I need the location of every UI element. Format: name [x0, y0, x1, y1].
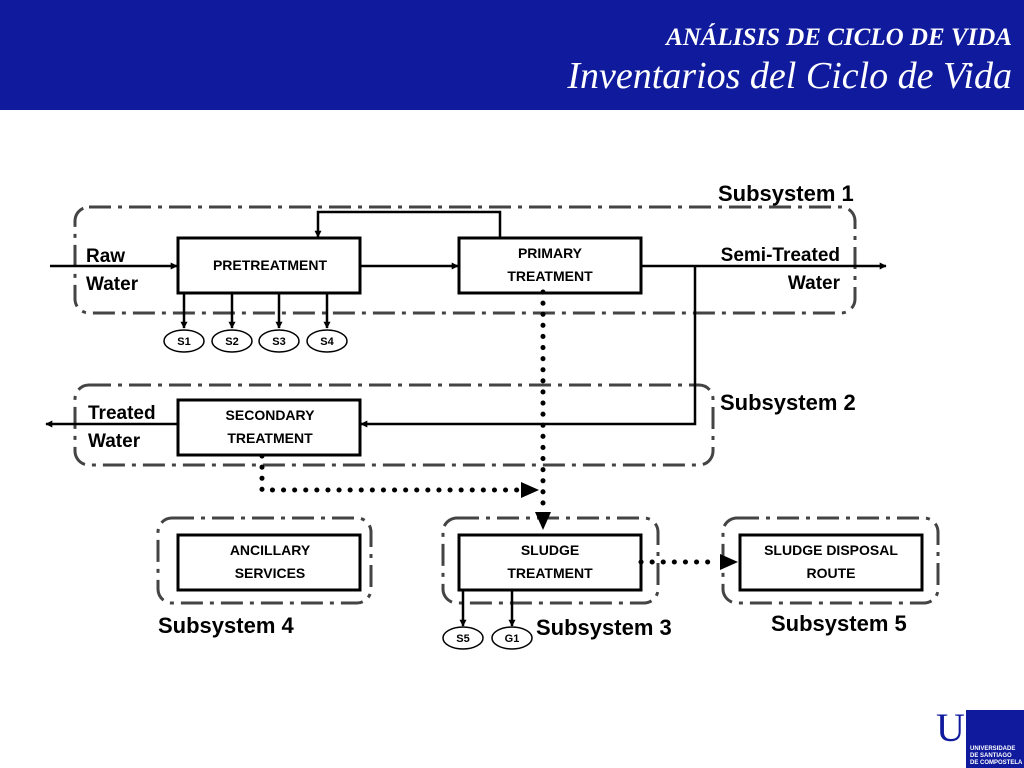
- ancillary-label-line2: SERVICES: [235, 565, 306, 581]
- logo-mark: USC: [936, 705, 1012, 750]
- stream-node-s5: [442, 626, 484, 650]
- header-subtitle: ANÁLISIS DE CICLO DE VIDA: [666, 24, 1012, 51]
- semi-treated-label-line2: Water: [788, 273, 841, 294]
- ancillary-services-box: [176, 533, 362, 592]
- subsystem-4-frame: [156, 516, 373, 605]
- secondary-label-line2: TREATMENT: [227, 430, 313, 446]
- stream-label-s1: S1: [177, 336, 190, 348]
- stream-node-s2: [211, 329, 253, 353]
- ancillary-label-line1: ANCILLARY: [230, 542, 311, 558]
- sludge-label-line2: TREATMENT: [507, 565, 593, 581]
- subsystem-1-label: Subsystem 1: [718, 181, 854, 206]
- header-bar: ANÁLISIS DE CICLO DE VIDA Inventarios de…: [0, 0, 1024, 110]
- recycle-arrow: [314, 210, 502, 238]
- sludge-to-disposal-arrowhead: [720, 554, 738, 570]
- to-secondary-arrow: [360, 266, 697, 428]
- primary-to-sludge-arrowhead: [535, 512, 551, 530]
- logo-caption-line2: DE SANTIAGO: [970, 753, 1012, 759]
- pretreatment-label: PRETREATMENT: [213, 257, 328, 273]
- disposal-label-line1: SLUDGE DISPOSAL: [764, 542, 898, 558]
- stream-label-s2: S2: [225, 336, 238, 348]
- disposal-label-line2: ROUTE: [807, 565, 856, 581]
- usc-logo: USC UNIVERSIDADE DE SANTIAGO DE COMPOSTE…: [936, 708, 1024, 768]
- subsystem-1-frame: [73, 205, 857, 315]
- logo-panel: [966, 710, 1024, 768]
- semi-treated-label-line1: Semi-Treated: [721, 245, 840, 266]
- subsystem-3-label: Subsystem 3: [536, 615, 672, 640]
- stream-label-g1: G1: [505, 633, 520, 645]
- primary-label-line2: TREATMENT: [507, 268, 593, 284]
- raw-water-label-line2: Water: [86, 274, 139, 295]
- pretreatment-box: [176, 236, 362, 295]
- secondary-treatment-box: [176, 398, 362, 457]
- header-title: Inventarios del Ciclo de Vida: [567, 55, 1012, 97]
- sludge-treatment-box: [457, 533, 643, 592]
- sludge-label-line1: SLUDGE: [521, 542, 579, 558]
- logo-caption-line3: DE COMPOSTELA: [970, 760, 1023, 766]
- stream-label-s3: S3: [272, 336, 285, 348]
- stream-label-s5: S5: [456, 633, 469, 645]
- sludge-disposal-box: [738, 533, 924, 592]
- stream-node-g1: [491, 626, 533, 650]
- secondary-to-sludge-arrowhead: [521, 482, 539, 498]
- logo-caption-line1: UNIVERSIDADE: [970, 746, 1016, 752]
- treated-water-label-line2: Water: [88, 431, 141, 452]
- secondary-to-sludge-dotted: [259, 453, 523, 493]
- stream-node-s4: [306, 329, 348, 353]
- treated-water-label-line1: Treated: [88, 403, 156, 424]
- primary-label-line1: PRIMARY: [518, 245, 583, 261]
- raw-water-label-line1: Raw: [86, 246, 125, 267]
- stream-node-s3: [258, 329, 300, 353]
- logo-caption: UNIVERSIDADE DE SANTIAGO DE COMPOSTELA: [970, 746, 1022, 767]
- secondary-label-line1: SECONDARY: [226, 407, 316, 423]
- primary-treatment-box: [457, 236, 643, 295]
- subsystem-4-label: Subsystem 4: [158, 613, 294, 638]
- subsystem-5-label: Subsystem 5: [771, 611, 907, 636]
- stream-node-s1: [163, 329, 205, 353]
- subsystem-2-label: Subsystem 2: [720, 390, 856, 415]
- subsystem-3-frame: [441, 516, 660, 605]
- stream-label-s4: S4: [320, 336, 334, 348]
